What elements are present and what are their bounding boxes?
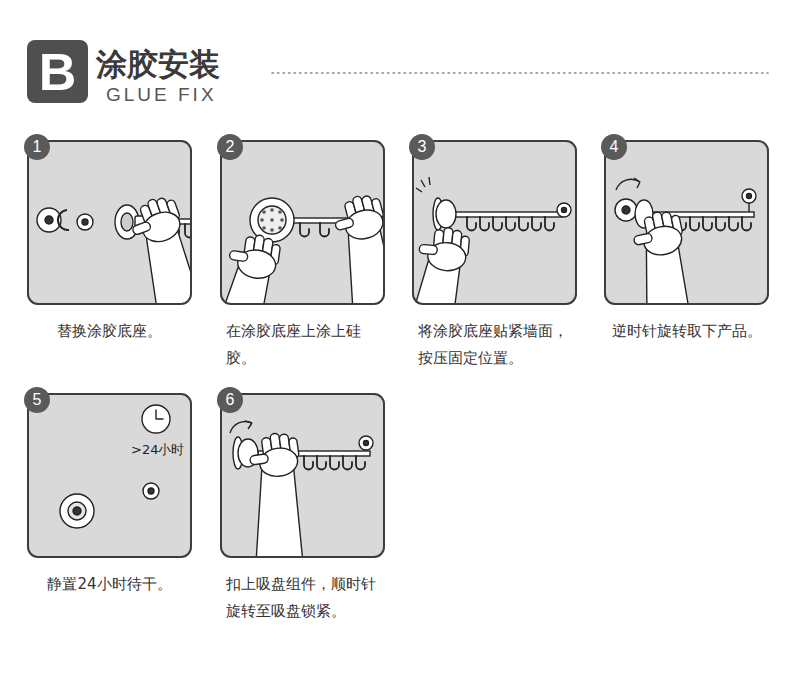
step-panel: 6 扣上吸盘组件，顺时针旋转至吸盘锁紧。 [220,393,385,625]
step-illustration [220,140,385,305]
dotted-rule [272,72,768,74]
step-caption: 静置24小时待干。 [47,571,171,598]
section-subtitle: GLUE FIX [106,84,217,106]
caption-row: 静置24小时待干。 [27,571,192,598]
step-number: 5 [24,387,50,413]
badge-box [27,40,88,103]
step-illustration [412,140,577,305]
step-illustration [220,393,385,558]
step-caption: 逆时针旋转取下产品。 [612,318,762,345]
step-number: 2 [217,134,243,160]
step-number: 6 [217,387,243,413]
section-title: 涂胶安装 [96,44,220,86]
step-illustration [27,393,192,558]
step-illustration [604,140,769,305]
step-panel: 4 逆时针旋转取下产品。 [604,140,769,345]
panel-frame: 5 [27,393,192,558]
panel-frame: 3 [412,140,577,305]
caption-row: 替换涂胶底座。 [27,318,192,345]
step-panel: 5 静置24小时待干。 [27,393,192,598]
caption-row: 将涂胶底座贴紧墙面，按压固定位置。 [412,318,577,372]
panel-frame: 4 [604,140,769,305]
caption-row: 扣上吸盘组件，顺时针旋转至吸盘锁紧。 [220,571,385,625]
step-number: 4 [601,134,627,160]
step-panel: 2 在涂胶底座上涂上硅胶。 [220,140,385,372]
step-caption: 在涂胶底座上涂上硅胶。 [226,318,380,372]
panel-frame: 2 [220,140,385,305]
step-illustration [27,140,192,305]
step-caption: 替换涂胶底座。 [57,318,162,345]
step-caption: 扣上吸盘组件，顺时针旋转至吸盘锁紧。 [226,571,380,625]
step-number: 3 [409,134,435,160]
section-badge: B [27,40,88,103]
panel-frame: 6 [220,393,385,558]
time-note: >24小时 [131,441,184,459]
step-panel: 1 替换涂胶底座。 [27,140,192,345]
caption-row: 逆时针旋转取下产品。 [604,318,769,345]
step-caption: 将涂胶底座贴紧墙面，按压固定位置。 [418,318,572,372]
panel-frame: 1 [27,140,192,305]
caption-row: 在涂胶底座上涂上硅胶。 [220,318,385,372]
step-number: 1 [24,134,50,160]
step-panel: 3 将涂胶底座贴紧墙面，按压固定位置。 [412,140,577,372]
